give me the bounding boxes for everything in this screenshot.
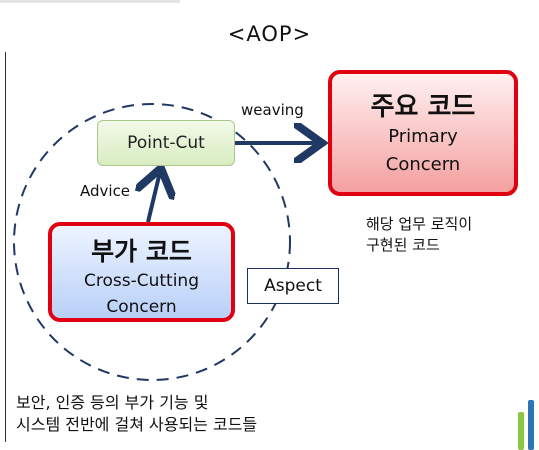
diagram-title: <AOP> xyxy=(227,22,312,46)
point-cut-box: Point-Cut xyxy=(97,120,235,166)
top-divider xyxy=(0,0,180,3)
aspect-circle xyxy=(13,103,291,381)
primary-line2: Concern xyxy=(385,154,461,175)
point-cut-label: Point-Cut xyxy=(127,133,205,153)
advice-arrow xyxy=(148,172,160,223)
bottom-note-line2: 시스템 전반에 걸쳐 사용되는 코드들 xyxy=(16,415,258,434)
weaving-label: weaving xyxy=(241,101,304,119)
cross-cutting-line1: Cross-Cutting xyxy=(84,271,199,291)
aspect-label: Aspect xyxy=(264,276,322,296)
decor-bar-green xyxy=(518,412,524,450)
primary-title: 주요 코드 xyxy=(370,92,476,122)
cross-cutting-line2: Concern xyxy=(106,297,177,317)
cross-cutting-concern-box: 부가 코드 Cross-Cutting Concern xyxy=(48,222,235,322)
primary-concern-box: 주요 코드 Primary Concern xyxy=(328,70,518,196)
aspect-box: Aspect xyxy=(247,268,339,304)
primary-description: 해당 업무 로직이 구현된 코드 xyxy=(366,214,472,256)
primary-line1: Primary xyxy=(388,126,458,147)
primary-desc-line2: 구현된 코드 xyxy=(366,236,440,254)
decor-bar-blue xyxy=(528,400,534,450)
primary-desc-line1: 해당 업무 로직이 xyxy=(366,215,473,233)
bottom-note: 보안, 인증 등의 부가 기능 및 시스템 전반에 걸쳐 사용되는 코드들 xyxy=(16,392,257,436)
cross-cutting-title: 부가 코드 xyxy=(91,237,192,266)
advice-label: Advice xyxy=(80,182,131,200)
bottom-note-line1: 보안, 인증 등의 부가 기능 및 xyxy=(16,393,209,412)
left-border-line xyxy=(5,52,6,442)
